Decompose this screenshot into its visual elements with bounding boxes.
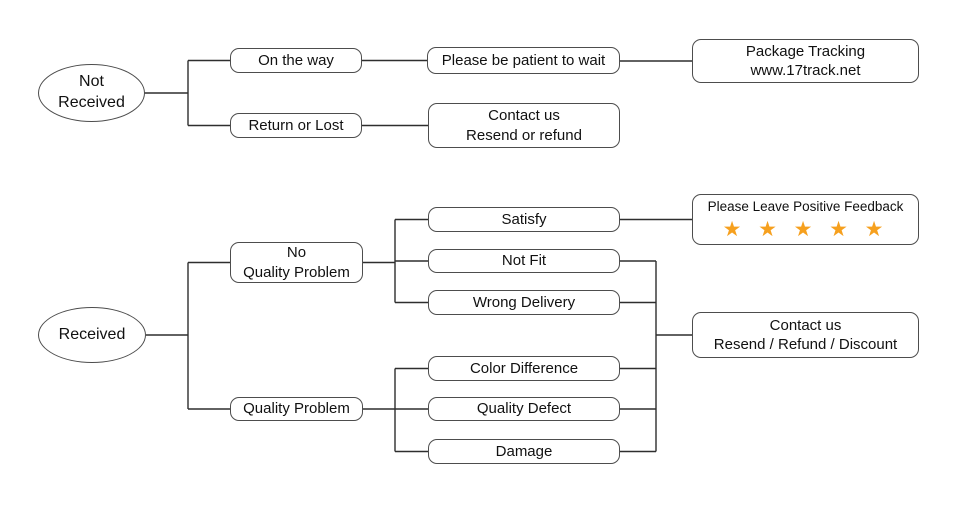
node-not-fit: Not Fit — [428, 249, 620, 273]
node-label: Please be patient to wait — [441, 51, 606, 69]
node-damage: Damage — [428, 439, 620, 464]
node-label-line: Contact us — [488, 107, 560, 124]
node-return-or-lost: Return or Lost — [230, 113, 362, 138]
connector-merge-contact — [620, 260, 693, 453]
node-label: Not Fit — [501, 252, 547, 270]
node-label-line: No — [286, 244, 307, 261]
node-contact-resend-refund: Contact us Resend or refund — [428, 103, 620, 148]
node-label: On the way — [258, 51, 334, 69]
connector-no-quality-fork — [363, 218, 428, 304]
node-label-line: Resend or refund — [466, 126, 582, 144]
node-positive-feedback: Please Leave Positive Feedback ★ ★ ★ ★ ★ — [692, 194, 919, 245]
node-label-line: www.17track.net — [750, 62, 861, 79]
node-package-tracking: Package Tracking www.17track.net — [692, 39, 919, 83]
node-label-line: Package Tracking — [745, 42, 866, 60]
node-label: Return or Lost — [248, 116, 344, 134]
node-color-difference: Color Difference — [428, 356, 620, 381]
node-label-line: Received — [58, 94, 125, 111]
node-contact-resend-refund-discount: Contact us Resend / Refund / Discount — [692, 312, 919, 358]
node-quality-problem: Quality Problem — [230, 397, 363, 421]
connector-quality-fork — [363, 367, 428, 453]
node-label: Damage — [495, 442, 553, 460]
node-please-be-patient: Please be patient to wait — [427, 47, 620, 74]
node-label: Please Leave Positive Feedback — [707, 199, 904, 215]
node-received: Received — [38, 307, 146, 363]
node-label: Color Difference — [469, 359, 579, 377]
connector-on-the-way-row — [362, 59, 693, 62]
node-label: Quality Defect — [476, 400, 572, 418]
node-label: Wrong Delivery — [472, 293, 576, 311]
node-label: Quality Problem — [243, 400, 350, 418]
node-not-received: Not Received — [38, 64, 145, 122]
node-quality-defect: Quality Defect — [428, 397, 620, 421]
node-label-line: Not — [79, 73, 104, 91]
node-label-line: Quality Problem — [243, 263, 350, 281]
connector-not-received-fork — [144, 59, 230, 127]
five-star-rating-icon: ★ ★ ★ ★ ★ — [722, 216, 889, 241]
node-label-line: Resend / Refund / Discount — [713, 336, 898, 353]
node-label: Received — [58, 325, 126, 343]
node-no-quality-problem: No Quality Problem — [230, 242, 363, 283]
node-wrong-delivery: Wrong Delivery — [428, 290, 620, 315]
node-on-the-way: On the way — [230, 48, 362, 73]
node-label-line: Contact us — [769, 316, 842, 334]
node-satisfy: Satisfy — [428, 207, 620, 232]
node-label: Satisfy — [501, 210, 547, 228]
connector-received-fork — [146, 261, 230, 410]
